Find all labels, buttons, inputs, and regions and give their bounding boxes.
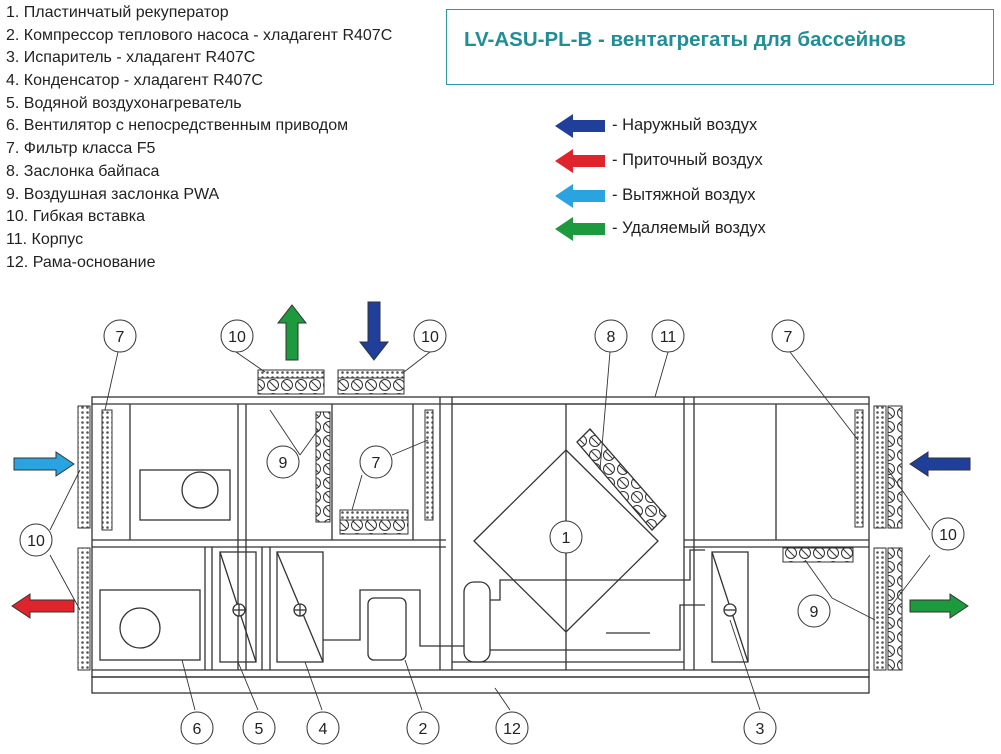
legend-item: 5. Водяной воздухонагреватель <box>6 94 242 112</box>
callout-label: 10 <box>421 329 439 346</box>
callout-label: 5 <box>255 721 264 738</box>
legend-item: 6. Вентилятор с непосредственным приводо… <box>6 117 349 135</box>
callout-label: 2 <box>419 721 428 738</box>
condenser-coil <box>276 551 324 663</box>
legend-item: 3. Испаритель - хладагент R407C <box>6 49 256 67</box>
callout-label: 6 <box>193 721 202 738</box>
title-box: LV-ASU-PL-B - вентагрегаты для бассейнов <box>446 9 994 85</box>
callout-label: 1 <box>562 530 571 547</box>
evaporator-coil <box>711 551 749 663</box>
bypass-damper <box>576 428 667 531</box>
callout-label: 11 <box>660 329 677 346</box>
arrow-left-icon <box>555 184 605 208</box>
legend-list: 1. Пластинчатый рекуператор 2. Компрессо… <box>6 2 392 274</box>
filter-f5-right <box>854 409 864 528</box>
flex-connection-upper-left <box>77 405 91 529</box>
plate-recuperator <box>473 449 659 633</box>
callout-label: 10 <box>939 527 957 544</box>
damper-top-exhaust <box>257 377 325 395</box>
callout-label: 7 <box>784 329 793 346</box>
air-flow-label: - Приточный воздух <box>612 151 763 169</box>
legend-item: 10. Гибкая вставка <box>6 208 146 226</box>
air-flow-label: - Наружный воздух <box>612 116 758 134</box>
callout-label: 12 <box>503 721 521 738</box>
arrow-left-icon <box>555 217 605 241</box>
callout-label: 8 <box>607 329 616 346</box>
arrow-right-icon <box>909 593 969 619</box>
flex-connection-upper-right <box>873 405 887 529</box>
arrow-left-icon <box>555 114 605 138</box>
lower-fan <box>99 589 201 661</box>
legend-item: 2. Компрессор теплового насоса - хладаге… <box>6 26 393 44</box>
air-flow-label: - Вытяжной воздух <box>612 186 756 204</box>
arrow-right-icon <box>13 451 75 477</box>
upper-fan <box>139 469 231 521</box>
legend-item: 4. Конденсатор - хладагент R407C <box>6 72 263 90</box>
callout-label: 3 <box>756 721 765 738</box>
legend-item: 12. Рама-основание <box>6 253 156 271</box>
base-frame <box>91 676 870 694</box>
callout-label: 10 <box>228 329 246 346</box>
callout-label: 4 <box>319 721 328 738</box>
legend-item: 8. Заслонка байпаса <box>6 162 160 180</box>
arrow-up-icon <box>276 304 308 361</box>
housing-outline <box>91 396 870 678</box>
callout-label: 10 <box>27 533 45 550</box>
callout-label: 9 <box>279 455 288 472</box>
flex-connection-lower-right <box>873 547 887 671</box>
callout-label: 9 <box>810 604 819 621</box>
damper-inner <box>315 411 331 523</box>
receiver <box>463 581 491 663</box>
filter-f5-mid <box>424 409 434 521</box>
callout-label: 7 <box>116 329 125 346</box>
legend-item: 7. Фильтр класса F5 <box>6 140 156 158</box>
callout-label: 7 <box>372 455 381 472</box>
legend-item: 9. Воздушная заслонка PWA <box>6 185 220 203</box>
filter-f5-bottom <box>339 509 409 521</box>
arrow-left-icon <box>909 451 971 477</box>
filter-f5-left <box>101 409 113 531</box>
compressor <box>367 597 407 661</box>
arrow-down-icon <box>358 301 390 361</box>
arrow-left-icon <box>11 593 75 619</box>
legend-item: 11. Корпус <box>6 230 84 248</box>
damper-right <box>782 547 854 563</box>
arrow-left-icon <box>555 149 605 173</box>
damper-top-intake <box>337 377 405 395</box>
air-flow-label: - Удаляемый воздух <box>612 219 766 237</box>
diagram-title: LV-ASU-PL-B - вентагрегаты для бассейнов <box>464 28 906 51</box>
legend-item: 1. Пластинчатый рекуператор <box>6 4 229 21</box>
flex-connection-lower-left <box>77 547 91 671</box>
